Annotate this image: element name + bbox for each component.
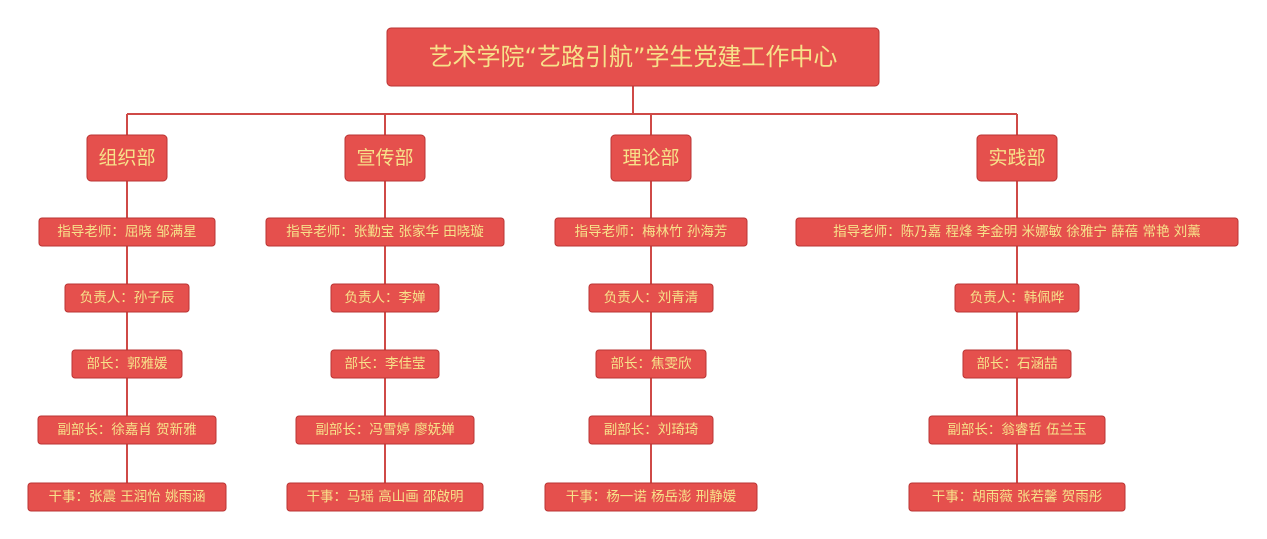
role-node-0-4-label: 干事：张震 王润怡 姚雨涵: [48, 489, 205, 505]
role-node-0-2: 部长：郭雅媛: [71, 349, 183, 379]
role-node-1-2-label: 部长：李佳莹: [345, 356, 426, 372]
department-node-3-box: [976, 134, 1058, 182]
role-node-0-3-label: 副部长：徐嘉肖 贺新雅: [57, 422, 196, 438]
role-node-1-1-label: 负责人：李婵: [345, 290, 426, 306]
role-node-2-0: 指导老师：梅林竹 孙海芳: [554, 217, 748, 247]
department-node-3: 实践部: [976, 134, 1058, 182]
role-node-1-3-box: [295, 415, 475, 445]
department-node-1: 宣传部: [344, 134, 426, 182]
role-node-1-2-box: [330, 349, 440, 379]
role-node-3-2-box: [962, 349, 1072, 379]
role-node-1-3: 副部长：冯雪婷 廖妩婵: [295, 415, 475, 445]
role-node-0-4: 干事：张震 王润怡 姚雨涵: [27, 482, 227, 512]
role-node-3-1-box: [954, 283, 1080, 313]
role-node-0-3-box: [37, 415, 217, 445]
department-node-2-label: 理论部: [622, 147, 679, 169]
connectors: [126, 86, 1018, 483]
department-node-0-label: 组织部: [98, 147, 155, 169]
role-node-2-4: 干事：杨一诺 杨岳澎 刑静媛: [544, 482, 758, 512]
role-node-1-0-box: [265, 217, 505, 247]
role-node-0-1: 负责人：孙子辰: [64, 283, 190, 313]
department-node-2-box: [610, 134, 692, 182]
role-node-3-4: 干事：胡雨薇 张若馨 贺雨彤: [908, 482, 1126, 512]
role-node-3-1-label: 负责人：韩佩晔: [970, 290, 1065, 306]
role-node-1-3-label: 副部长：冯雪婷 廖妩婵: [315, 421, 454, 438]
role-node-3-0-label: 指导老师：陈乃嘉 程烽 李金明 米娜敏 徐雅宁 薛蓓 常艳 刘薰: [833, 223, 1201, 240]
role-node-2-2-label: 部长：焦雯欣: [611, 356, 692, 372]
role-node-3-1: 负责人：韩佩晔: [954, 283, 1080, 313]
role-node-3-3: 副部长：翁睿哲 伍兰玉: [928, 415, 1106, 445]
role-node-0-0: 指导老师：屈晓 邹满星: [38, 217, 216, 247]
role-node-3-3-box: [928, 415, 1106, 445]
department-node-3-label: 实践部: [988, 147, 1045, 169]
department-node-0-box: [86, 134, 168, 182]
role-node-2-4-label: 干事：杨一诺 杨岳澎 刑静媛: [566, 489, 737, 505]
role-node-1-0-label: 指导老师：张勤宝 张家华 田晓璇: [286, 223, 484, 240]
role-node-0-2-box: [71, 349, 183, 379]
root-title-node-box: [386, 27, 880, 87]
role-node-2-3-box: [588, 415, 714, 445]
role-node-3-0-box: [795, 217, 1239, 247]
department-node-2: 理论部: [610, 134, 692, 182]
department-node-1-box: [344, 134, 426, 182]
role-node-0-2-label: 部长：郭雅媛: [87, 355, 168, 372]
role-node-2-1-box: [588, 283, 714, 313]
department-node-0: 组织部: [86, 134, 168, 182]
role-node-1-1: 负责人：李婵: [330, 283, 440, 313]
role-node-1-4-label: 干事：马瑶 高山画 邵啟明: [306, 488, 463, 505]
role-node-0-1-label: 负责人：孙子辰: [80, 290, 175, 306]
role-node-3-2-label: 部长：石涵喆: [977, 356, 1058, 372]
role-node-3-4-label: 干事：胡雨薇 张若馨 贺雨彤: [932, 489, 1103, 505]
role-node-2-0-box: [554, 217, 748, 247]
role-node-1-0: 指导老师：张勤宝 张家华 田晓璇: [265, 217, 505, 247]
role-node-2-3: 副部长：刘琦琦: [588, 415, 714, 445]
role-node-3-2: 部长：石涵喆: [962, 349, 1072, 379]
role-node-1-1-box: [330, 283, 440, 313]
role-node-3-0: 指导老师：陈乃嘉 程烽 李金明 米娜敏 徐雅宁 薛蓓 常艳 刘薰: [795, 217, 1239, 247]
role-node-0-0-label: 指导老师：屈晓 邹满星: [57, 224, 196, 240]
department-node-1-label: 宣传部: [356, 147, 413, 169]
role-node-3-3-label: 副部长：翁睿哲 伍兰玉: [947, 422, 1086, 438]
role-node-0-1-box: [64, 283, 190, 313]
role-node-2-4-box: [544, 482, 758, 512]
role-node-2-1-label: 负责人：刘青清: [604, 290, 699, 306]
role-node-0-3: 副部长：徐嘉肖 贺新雅: [37, 415, 217, 445]
role-node-2-1: 负责人：刘青清: [588, 283, 714, 313]
role-node-2-0-label: 指导老师：梅林竹 孙海芳: [575, 224, 728, 240]
role-node-2-2-box: [595, 349, 707, 379]
root-title-node-label: 艺术学院“艺路引航”学生党建工作中心: [429, 43, 838, 71]
role-node-0-4-box: [27, 482, 227, 512]
role-node-2-2: 部长：焦雯欣: [595, 349, 707, 379]
root-title-node: 艺术学院“艺路引航”学生党建工作中心: [386, 27, 880, 87]
role-node-0-0-box: [38, 217, 216, 247]
role-node-2-3-label: 副部长：刘琦琦: [604, 422, 699, 438]
role-node-1-4-box: [286, 482, 484, 512]
role-node-1-4: 干事：马瑶 高山画 邵啟明: [286, 482, 484, 512]
role-node-1-2: 部长：李佳莹: [330, 349, 440, 379]
role-node-3-4-box: [908, 482, 1126, 512]
